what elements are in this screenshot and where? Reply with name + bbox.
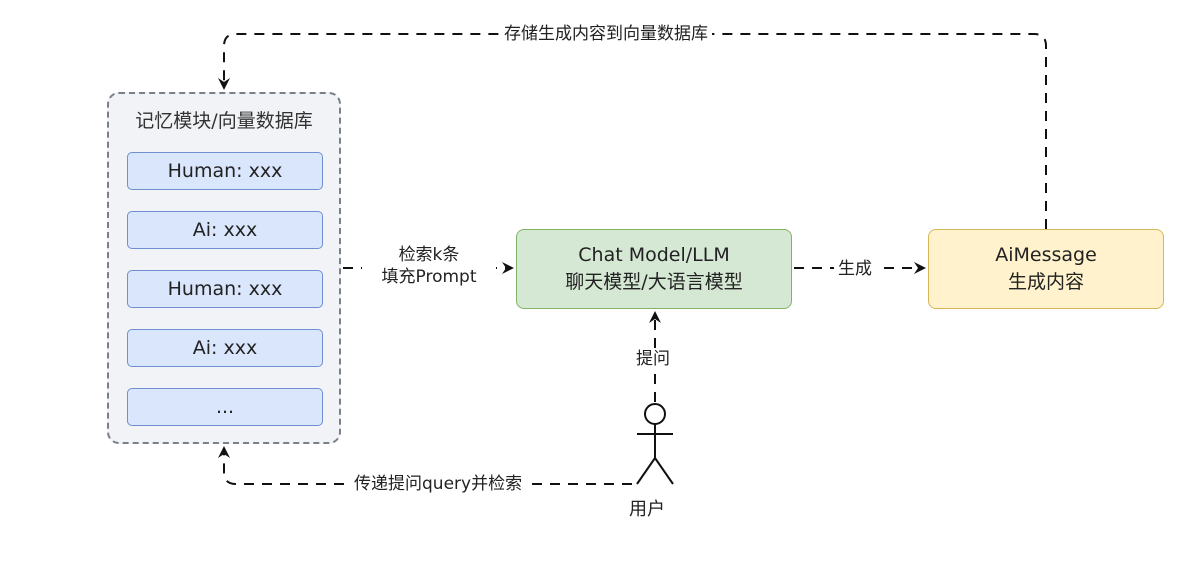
edge-label-generate: 生成 [834,258,876,280]
user-label: 用户 [629,499,665,521]
edge-label-retrieve-line2: 填充Prompt [381,267,477,287]
edge-label-ask: 提问 [633,348,673,370]
llm-node: Chat Model/LLM 聊天模型/大语言模型 [516,229,792,309]
memory-module: 记忆模块/向量数据库 Human: xxx Ai: xxx Human: xxx… [107,92,341,444]
ai-message-node: AiMessage 生成内容 [928,229,1164,309]
memory-item: Human: xxx [127,152,323,190]
llm-node-title: Chat Model/LLM [578,244,730,266]
llm-node-subtitle: 聊天模型/大语言模型 [565,271,743,293]
edge-label-store: 存储生成内容到向量数据库 [500,23,712,45]
edge-store-to-memory [218,33,1047,229]
memory-item: Human: xxx [127,270,323,308]
memory-item: Ai: xxx [127,211,323,249]
user-icon [636,403,674,485]
edge-label-retrieve: 检索k条 填充Prompt [362,244,496,288]
edge-label-retrieve-line1: 检索k条 [398,245,460,265]
ai-message-subtitle: 生成内容 [1007,271,1084,293]
edge-user-to-memory [218,446,632,485]
memory-item: Ai: xxx [127,329,323,367]
edge-label-query: 传递提问query并检索 [350,473,527,495]
memory-item: ... [127,388,323,426]
ai-message-title: AiMessage [995,244,1097,266]
memory-title: 记忆模块/向量数据库 [135,110,313,132]
